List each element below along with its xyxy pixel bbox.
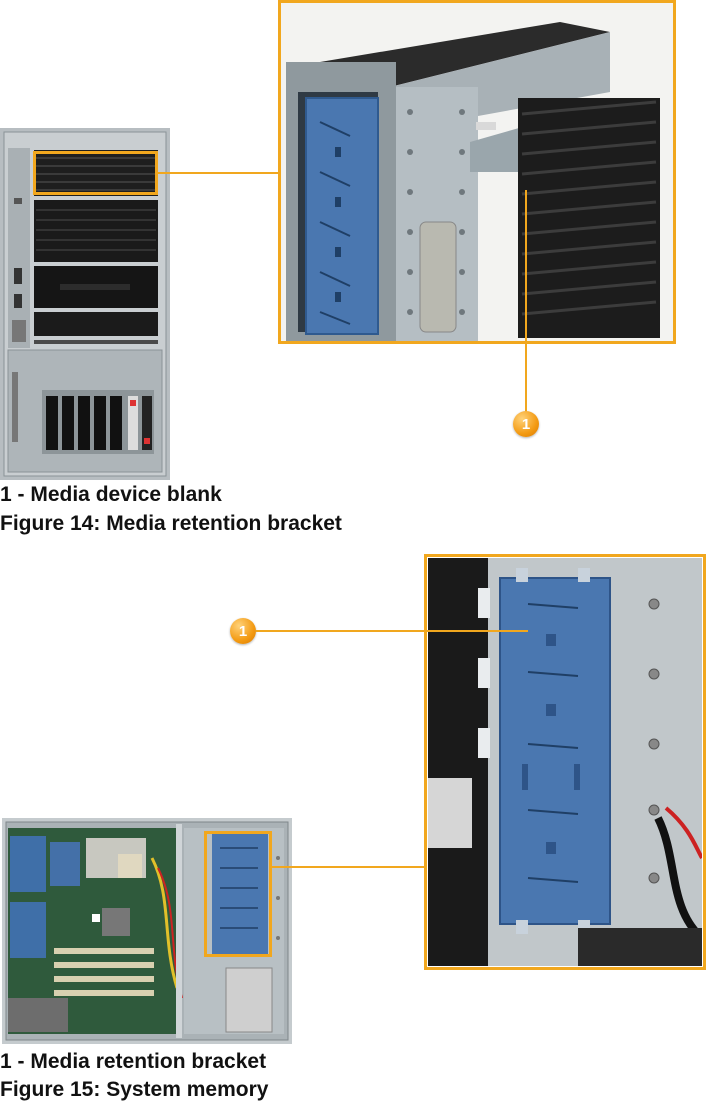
callout-1-badge-fig15: 1 [230, 618, 256, 644]
retention-bracket-closeup-image [428, 558, 702, 966]
callout-1-number: 1 [521, 415, 531, 433]
callout-1-number-fig15: 1 [238, 622, 248, 640]
callout-1-leader-line-fig15 [256, 630, 528, 632]
server-interior-image [2, 818, 292, 1044]
media-blank-closeup-image [280, 2, 674, 342]
callout-connector-line [158, 172, 280, 174]
callout-1-leader-line [525, 190, 527, 412]
closeup-frame [278, 0, 676, 344]
closeup-frame-2 [424, 554, 706, 970]
retention-bracket-highlight [204, 831, 272, 957]
callout-1-badge: 1 [513, 411, 539, 437]
figure14-legend: 1 - Media device blank [0, 483, 222, 506]
callout-connector-line-2 [272, 866, 426, 868]
media-device-blank-highlight [33, 151, 158, 195]
figure15-legend: 1 - Media retention bracket [0, 1050, 267, 1073]
figure15-title: Figure 15: System memory [0, 1078, 269, 1101]
figure14-title: Figure 14: Media retention bracket [0, 512, 342, 535]
server-front-image [0, 128, 170, 480]
